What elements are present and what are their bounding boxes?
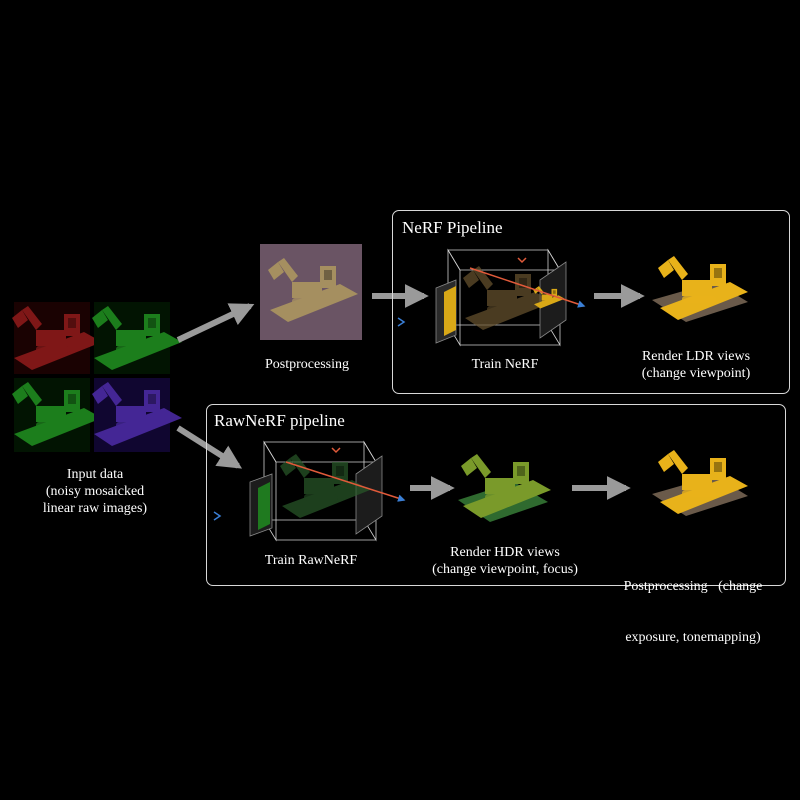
input-raw-red	[12, 302, 102, 374]
final-postprocessing-label: Postprocessing (change exposure, tonemap…	[623, 579, 763, 645]
nerf-pipeline-title: NeRF Pipeline	[402, 218, 503, 237]
rawnerf-pipeline-title: RawNeRF pipeline	[214, 411, 345, 430]
train-nerf-label: Train NeRF	[471, 357, 539, 372]
postprocessed-image	[260, 244, 362, 340]
final-render-image	[652, 450, 748, 516]
train-rawnerf-cube	[213, 440, 406, 542]
input-caption: Input data (noisy mosaicked linear raw i…	[42, 467, 148, 516]
arrow-input-to-postprocessing	[176, 303, 255, 343]
nerf-pipeline-panel	[392, 210, 790, 394]
postprocessing-label: Postprocessing	[265, 357, 349, 372]
render-hdr-label: Render HDR views (change viewpoint, focu…	[432, 545, 578, 577]
input-raw-green-1	[92, 302, 182, 374]
train-rawnerf-label: Train RawNeRF	[264, 553, 358, 568]
input-raw-green-2	[12, 378, 102, 452]
rawnerf-pipeline-panel	[206, 404, 786, 586]
train-nerf-cube	[397, 248, 586, 347]
hdr-render-image	[458, 454, 551, 522]
render-ldr-label: Render LDR views (change viewpoint)	[641, 349, 751, 381]
ldr-render-image	[652, 256, 748, 322]
arrow-input-to-rawnerf	[176, 425, 243, 469]
input-raw-blue	[92, 378, 182, 452]
